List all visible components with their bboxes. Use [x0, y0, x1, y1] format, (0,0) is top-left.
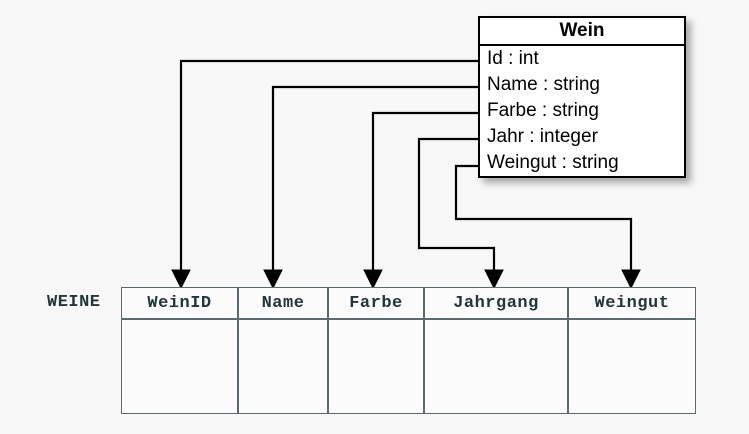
table-header-row: WeinID Name Farbe Jahrgang Weingut [121, 287, 696, 319]
connector-jahr-to-jahrgang [417, 137, 504, 290]
table-cell-name[interactable] [238, 319, 328, 414]
uml-attribute-id[interactable]: Id : int [487, 48, 539, 69]
column-header-weinid[interactable]: WeinID [121, 287, 238, 319]
relational-table-wrapper: WeinID Name Farbe Jahrgang Weingut [121, 287, 696, 414]
uml-attribute-name[interactable]: Name : string [487, 74, 600, 95]
connector-weingut-to-weingut [454, 164, 641, 290]
table-cell-weinid[interactable] [121, 319, 238, 414]
table-row [121, 319, 696, 414]
relation-name-label: WEINE [47, 293, 101, 312]
column-header-name[interactable]: Name [238, 287, 328, 319]
column-header-jahrgang[interactable]: Jahrgang [424, 287, 568, 319]
column-header-weingut[interactable]: Weingut [568, 287, 696, 319]
uml-attribute-list: Id : int Name : string Farbe : string Ja… [480, 46, 684, 176]
uml-attribute-farbe[interactable]: Farbe : string [487, 100, 599, 121]
connector-name-to-name [263, 85, 478, 290]
table-cell-farbe[interactable] [328, 319, 424, 414]
uml-attribute-jahr[interactable]: Jahr : integer [487, 126, 598, 147]
uml-class-title: Wein [480, 18, 684, 46]
table-cell-jahrgang[interactable] [424, 319, 568, 414]
uml-attribute-weingut[interactable]: Weingut : string [487, 152, 619, 173]
column-header-farbe[interactable]: Farbe [328, 287, 424, 319]
connector-id-to-weinid [171, 59, 478, 290]
table-cell-weingut[interactable] [568, 319, 696, 414]
relational-table: WeinID Name Farbe Jahrgang Weingut [121, 287, 696, 414]
uml-class-box[interactable]: Wein Id : int Name : string Farbe : stri… [478, 16, 686, 178]
connector-farbe-to-farbe [363, 111, 478, 290]
